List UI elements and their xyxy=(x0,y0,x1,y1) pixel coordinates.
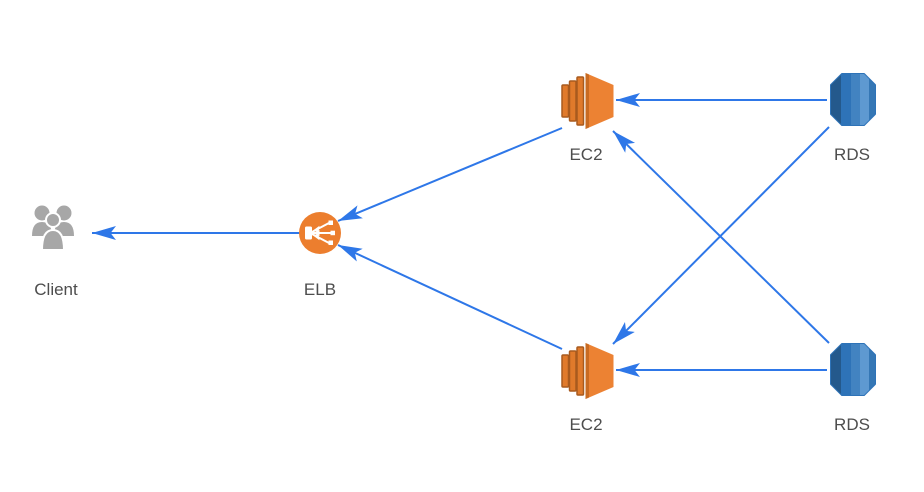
edge-ec2top-to-elb[interactable] xyxy=(337,127,563,222)
node-rds-top[interactable] xyxy=(828,73,878,126)
ec2-instance-icon xyxy=(561,343,614,399)
node-rds-bottom[interactable] xyxy=(828,343,878,396)
edge-rdsbottom-to-ec2top[interactable] xyxy=(612,130,830,344)
node-label-rds-top: RDS xyxy=(834,145,870,164)
edge-rdstop-to-ec2bottom[interactable] xyxy=(612,126,830,345)
node-label-ec2-top: EC2 xyxy=(569,145,603,164)
node-elb[interactable] xyxy=(298,211,342,255)
node-client[interactable] xyxy=(30,204,82,256)
node-label-ec2-bottom: EC2 xyxy=(569,415,603,434)
users-icon xyxy=(32,205,74,251)
node-label-rds-bottom: RDS xyxy=(834,415,870,434)
node-label-elb: ELB xyxy=(303,280,337,299)
ec2-instance-icon xyxy=(561,73,614,129)
node-ec2-bottom[interactable] xyxy=(561,343,614,399)
node-label-client: Client xyxy=(34,280,78,299)
load-balancer-icon xyxy=(299,212,341,254)
edge-ec2bottom-to-elb[interactable] xyxy=(337,244,563,350)
rds-database-icon xyxy=(830,73,876,126)
node-ec2-top[interactable] xyxy=(561,73,614,129)
rds-database-icon xyxy=(830,343,876,396)
